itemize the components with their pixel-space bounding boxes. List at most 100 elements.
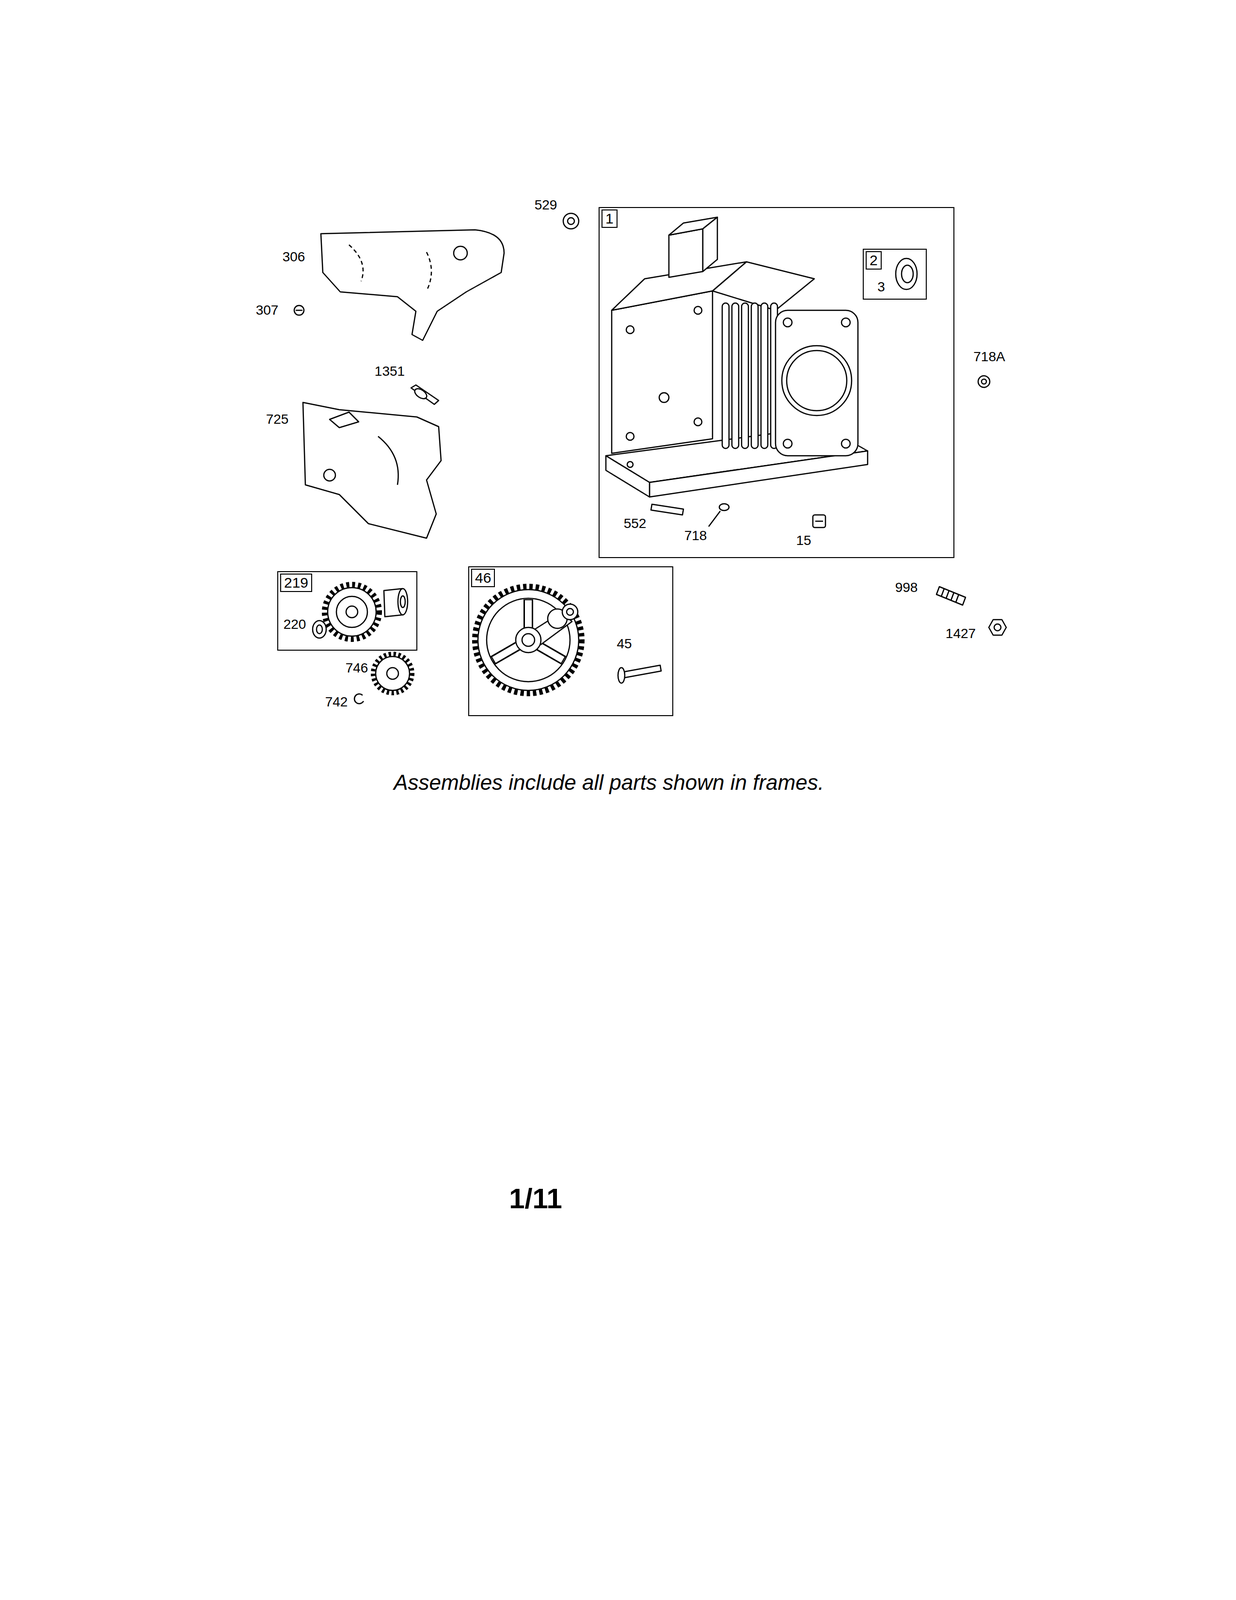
screw-307	[295, 309, 303, 312]
pin-552	[650, 504, 684, 515]
washer-220	[312, 620, 327, 638]
engine-block	[605, 455, 650, 497]
engine-block	[659, 392, 669, 403]
gear-746	[386, 667, 399, 680]
callout-number: 307	[254, 302, 280, 318]
engine-block	[722, 302, 729, 449]
seal-3	[901, 265, 914, 283]
callout-number: 45	[615, 635, 633, 652]
cam-gear-46	[475, 586, 582, 694]
nut-718A	[978, 375, 990, 388]
pin-45	[622, 665, 662, 678]
engine-block	[783, 439, 793, 448]
gear-219	[346, 605, 358, 618]
callout-number: 15	[794, 532, 812, 549]
nut-529	[567, 217, 575, 225]
gear-219	[397, 588, 408, 615]
caption-note: Assemblies include all parts shown in fr…	[393, 770, 824, 795]
frame-number: 219	[280, 573, 313, 592]
engine-block	[649, 450, 868, 497]
cam-gear-46	[486, 598, 571, 682]
callout-number: 306	[281, 249, 307, 265]
cam-gear-46	[475, 586, 582, 694]
pin-1351	[411, 384, 439, 405]
dowel-718	[719, 503, 729, 511]
nut-1427	[988, 619, 1007, 635]
screw-307	[294, 305, 304, 316]
nut-1427	[988, 619, 1007, 635]
blower-housing-shield	[348, 244, 432, 291]
pin-1351	[412, 386, 429, 401]
clip-742	[354, 693, 364, 704]
gear-746	[375, 656, 410, 691]
engine-block	[611, 290, 713, 454]
engine-block	[626, 432, 634, 441]
shield-725	[378, 436, 399, 485]
assembly-frame: 2	[862, 248, 927, 300]
blower-housing-shield	[320, 229, 505, 341]
pin-45	[618, 667, 625, 683]
engine-block	[702, 217, 718, 272]
blower-housing-shield	[320, 229, 505, 341]
assembly-frame: 46	[468, 566, 674, 716]
plug-15	[815, 520, 824, 523]
callout-number: 718	[683, 527, 709, 544]
engine-block	[626, 325, 634, 334]
gear-219	[400, 595, 406, 608]
seal-3	[895, 258, 918, 290]
engine-block	[841, 439, 851, 448]
cam-gear-46	[562, 603, 578, 620]
engine-block	[741, 302, 749, 449]
frame-number: 1	[601, 209, 618, 228]
callout-number: 1351	[373, 363, 406, 380]
engine-block	[841, 317, 851, 327]
callout-number: 746	[344, 660, 370, 676]
engine-block	[775, 310, 858, 456]
callout-number: 1427	[944, 625, 977, 642]
gear-746	[373, 653, 412, 693]
pin-552	[650, 504, 684, 515]
page-number: 1/11	[507, 1182, 564, 1214]
nut-529	[563, 213, 579, 229]
engine-block	[694, 306, 702, 315]
engine-block	[605, 217, 868, 497]
assembly-frame: 219	[277, 570, 418, 651]
callout-number: 220	[282, 616, 308, 633]
engine-block	[786, 350, 847, 411]
clip-742	[354, 693, 364, 704]
gear-746	[373, 653, 412, 693]
frame-number: 2	[865, 251, 882, 270]
callout-number: 998	[894, 579, 920, 596]
nut-718A	[978, 375, 990, 388]
shield-725	[302, 402, 442, 539]
pin-45	[618, 665, 662, 683]
callout-number: 742	[324, 694, 349, 710]
nut-529	[563, 213, 579, 229]
engine-block	[783, 317, 793, 327]
cam-gear-46	[515, 627, 541, 653]
blower-housing-shield	[453, 246, 468, 260]
callout-number: 529	[533, 197, 559, 213]
engine-block	[694, 417, 702, 426]
callout-number: 3	[876, 279, 887, 295]
gear-219	[324, 584, 408, 639]
washer-220	[312, 620, 327, 638]
engine-block	[627, 461, 634, 468]
engine-block	[751, 302, 759, 449]
callout-number: 725	[265, 411, 290, 428]
screw-307	[294, 305, 304, 316]
engine-block	[731, 302, 739, 449]
cam-gear-46	[477, 589, 579, 691]
gear-219	[336, 596, 368, 628]
cam-gear-46	[566, 608, 574, 616]
engine-block	[781, 345, 852, 416]
parts-illustration	[294, 213, 1007, 704]
dowel-718	[719, 503, 729, 511]
leader-line	[708, 510, 721, 527]
pin-1351	[411, 384, 439, 405]
engine-block	[668, 228, 703, 278]
engine-block	[760, 302, 768, 449]
shield-725	[329, 412, 359, 428]
